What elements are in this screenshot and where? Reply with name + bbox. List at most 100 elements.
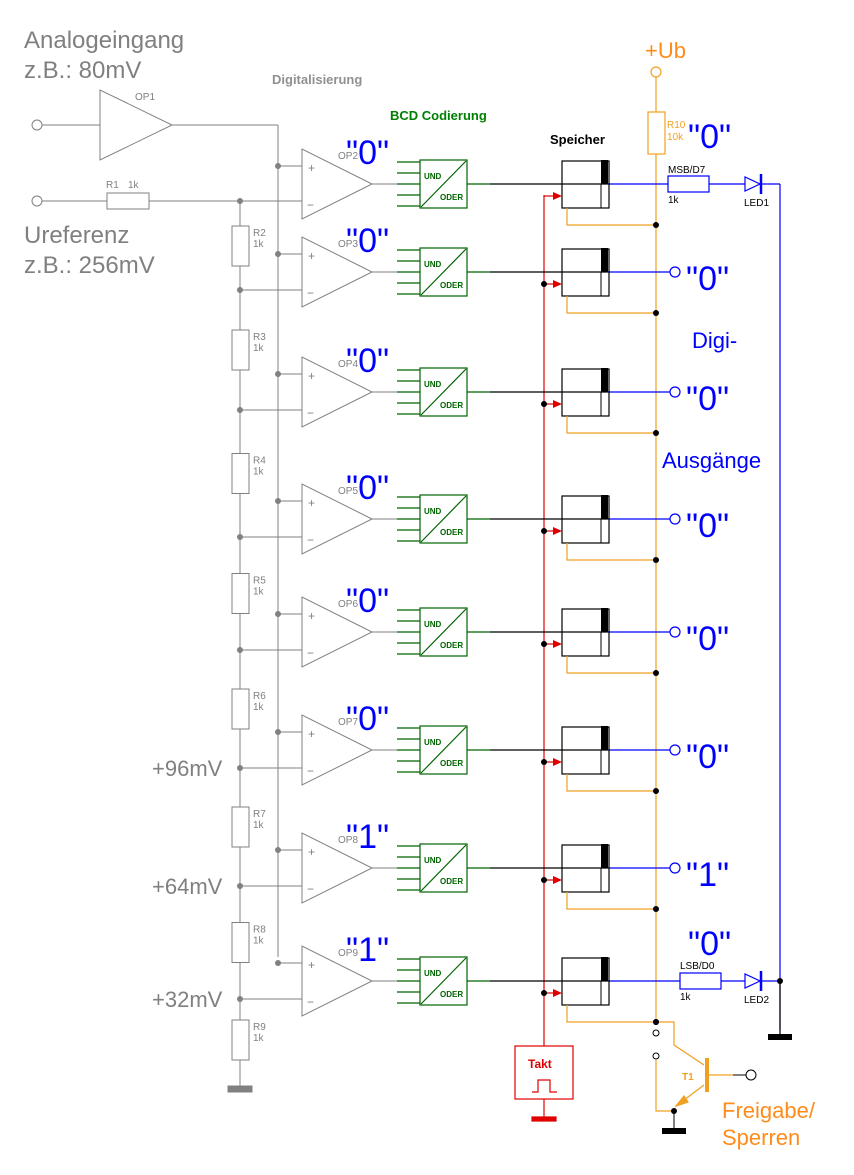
bit-value: "1"	[346, 931, 389, 969]
ladder-resistor	[231, 225, 250, 267]
clock-arrow	[553, 640, 562, 648]
und-label: UND	[424, 507, 442, 516]
minus-sign: −	[307, 764, 314, 778]
oder-label: ODER	[440, 281, 463, 290]
comparator-op	[301, 236, 374, 308]
oder-label: ODER	[440, 641, 463, 650]
ladder-resistor	[231, 806, 250, 848]
op-label: OP4	[338, 359, 358, 370]
clock-arrow	[553, 192, 562, 200]
comparator-op	[301, 483, 374, 555]
resistor-label: R6	[253, 691, 266, 702]
ladder-resistor	[231, 922, 250, 963]
und-label: UND	[424, 380, 442, 389]
minus-sign: −	[307, 882, 314, 896]
resistor-label: R7	[253, 809, 266, 820]
enable-label: Freigabe/	[722, 1098, 816, 1123]
plus-sign: +	[308, 958, 315, 972]
lsb-resistor	[679, 972, 722, 990]
r10-resistor	[647, 111, 666, 155]
supply-label: +Ub	[645, 38, 686, 63]
enable-terminal[interactable]	[745, 1069, 757, 1081]
resistor-label: R5	[253, 576, 266, 587]
plus-sign: +	[308, 496, 315, 510]
output-terminal[interactable]	[669, 266, 681, 278]
analog-input-terminal[interactable]	[31, 119, 43, 131]
comparator-op	[301, 832, 374, 904]
oder-label: ODER	[440, 990, 463, 999]
led1-diode	[744, 176, 762, 192]
lsb-value: 1k	[680, 992, 692, 1003]
und-label: UND	[424, 738, 442, 747]
ground-symbol	[227, 1085, 253, 1093]
output-terminal[interactable]	[669, 626, 681, 638]
output-terminal[interactable]	[669, 744, 681, 756]
clock-label: Takt	[528, 1057, 552, 1071]
resistor-value: 1k	[253, 702, 265, 713]
resistor-label: R4	[253, 456, 266, 467]
resistor-label: R8	[253, 925, 266, 936]
resistor-value: 1k	[253, 820, 265, 831]
supply-terminal[interactable]	[650, 66, 662, 78]
resistor-label: R2	[253, 228, 266, 239]
r1-resistor	[106, 192, 150, 210]
digi-outputs-label-2: Ausgänge	[662, 448, 761, 473]
led1-label: LED1	[744, 198, 769, 209]
resistor-value: 1k	[253, 936, 265, 947]
led1-top-bit: "0"	[688, 118, 731, 156]
ladder-resistor	[231, 573, 250, 614]
output-terminal[interactable]	[669, 513, 681, 525]
op-label: OP7	[338, 717, 358, 728]
output-bit: "0"	[686, 507, 729, 545]
t1-label: T1	[682, 1072, 694, 1083]
msb-label: MSB/D7	[668, 165, 706, 176]
und-label: UND	[424, 172, 442, 181]
digi-outputs-label: Digi-	[692, 328, 737, 353]
op1-label: OP1	[135, 92, 155, 103]
und-label: UND	[424, 620, 442, 629]
minus-sign: −	[307, 406, 314, 420]
oder-label: ODER	[440, 528, 463, 537]
comparator-op	[301, 945, 374, 1017]
ladder-resistor	[231, 688, 250, 730]
resistor-label: R9	[253, 1022, 266, 1033]
oder-label: ODER	[440, 877, 463, 886]
output-bit: "0"	[686, 620, 729, 658]
resistor-value: 1k	[253, 343, 265, 354]
ladder-resistor	[231, 1019, 250, 1061]
r10-value: 10k	[667, 132, 684, 143]
output-bit: "0"	[686, 260, 729, 298]
reference-input-terminal[interactable]	[31, 195, 43, 207]
analog-input-example: z.B.: 80mV	[24, 57, 141, 84]
analog-input-label: Analogeingang	[24, 27, 184, 54]
plus-sign: +	[308, 249, 315, 263]
tap-voltage: +96mV	[152, 756, 223, 781]
resistor-value: 1k	[253, 239, 265, 250]
plus-sign: +	[308, 369, 315, 383]
ladder-resistor	[231, 453, 250, 494]
msb-value: 1k	[668, 195, 680, 206]
oder-label: ODER	[440, 401, 463, 410]
clock-arrow	[553, 989, 562, 997]
clock-arrow	[553, 400, 562, 408]
tap-voltage: +64mV	[152, 874, 223, 899]
bit-value: "0"	[346, 134, 389, 172]
op-label: OP3	[338, 239, 358, 250]
op1-buffer	[31, 89, 302, 1093]
clock-generator[interactable]	[514, 1045, 574, 1100]
plus-sign: +	[308, 161, 315, 175]
minus-sign: −	[307, 533, 314, 547]
output-terminal[interactable]	[669, 386, 681, 398]
comparator-op	[301, 714, 374, 786]
und-label: UND	[424, 260, 442, 269]
output-terminal[interactable]	[669, 862, 681, 874]
clock-arrow	[553, 527, 562, 535]
r1-value: 1k	[128, 180, 140, 191]
resistor-value: 1k	[253, 1033, 265, 1044]
op-label: OP8	[338, 835, 358, 846]
